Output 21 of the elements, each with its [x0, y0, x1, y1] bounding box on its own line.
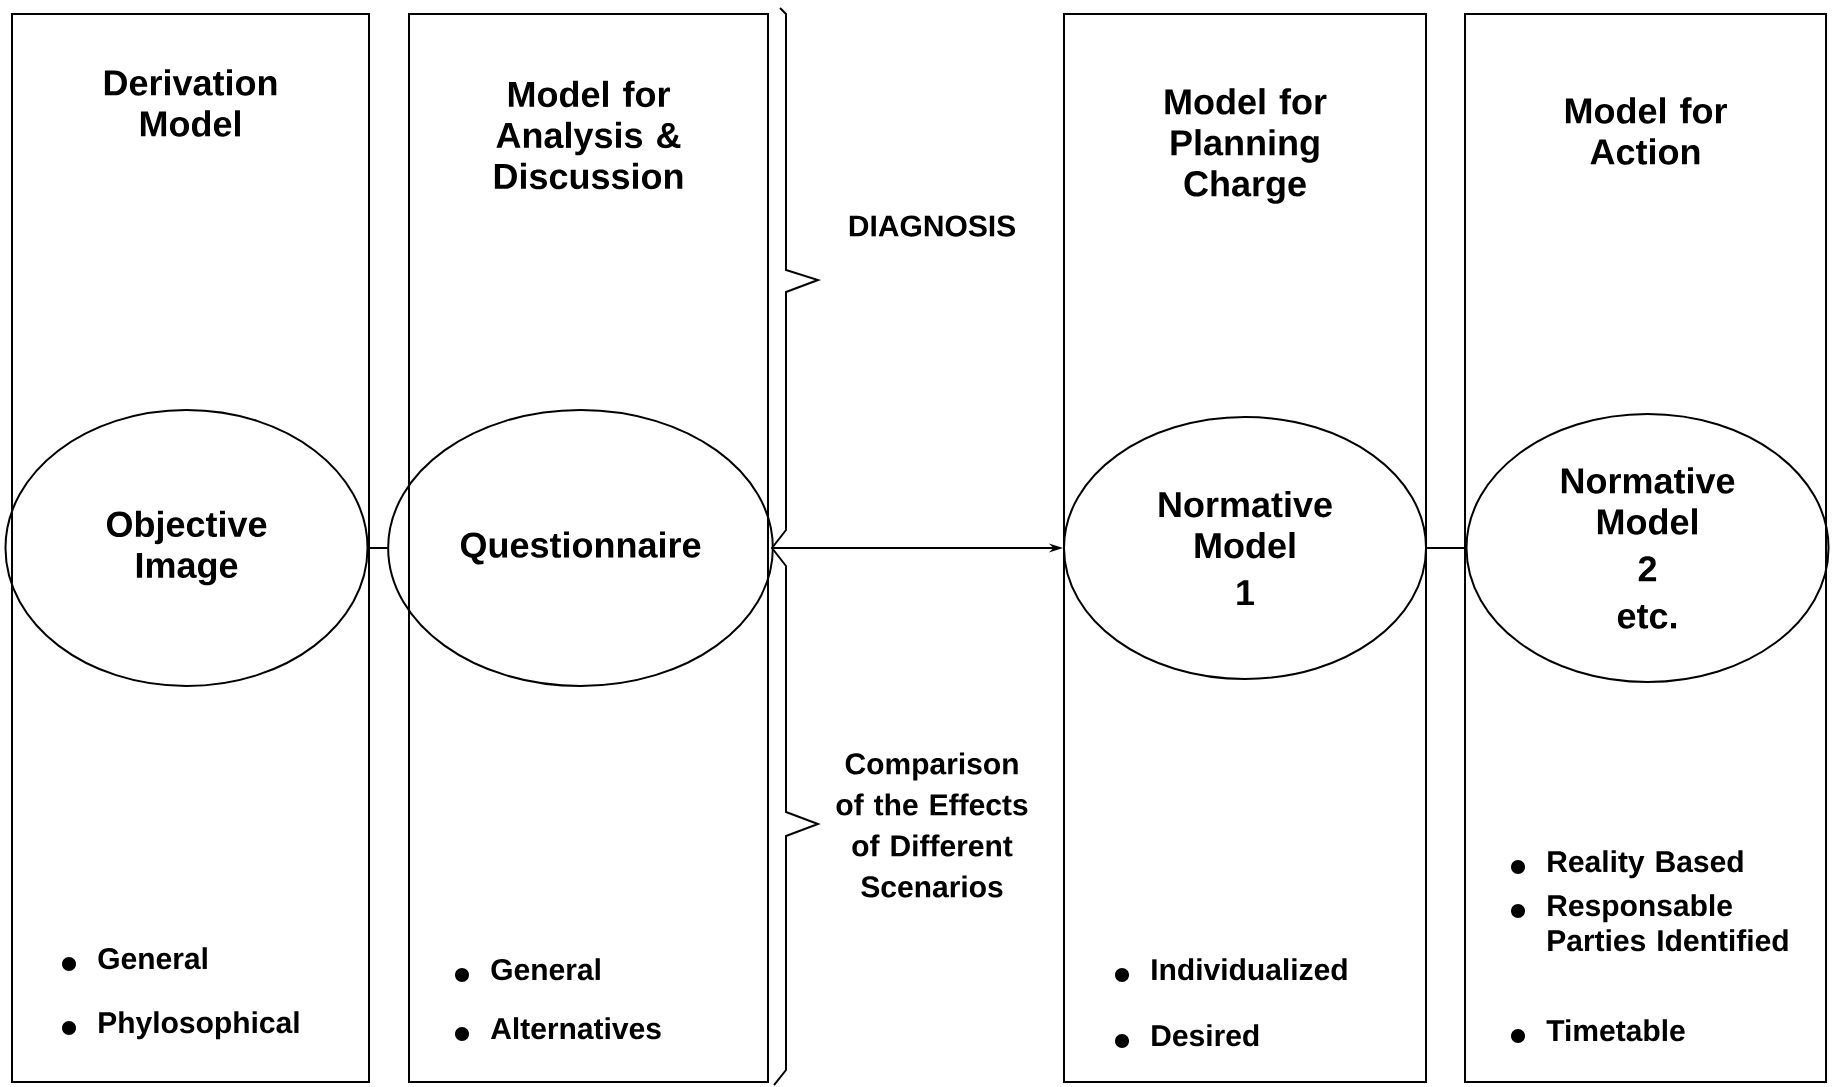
side-label: Comparison of the Effects of Different Scenarios — [836, 752, 1028, 898]
connector — [1426, 547, 1467, 549]
column-box — [11, 13, 370, 1083]
connector — [367, 547, 389, 549]
bullet-item: Reality Based — [1548, 850, 1743, 879]
bullet-item: Timetable — [1546, 1019, 1685, 1042]
bullet-item: Responsable Parties Identified — [1548, 894, 1788, 952]
column-box — [1063, 13, 1427, 1083]
column-heading: Model for Action — [1565, 97, 1727, 165]
column-heading: Derivation Model — [104, 69, 277, 137]
bullet-item: Alternatives — [490, 1017, 661, 1040]
bullet-item: Desired — [1152, 1024, 1259, 1047]
column-box — [1464, 13, 1828, 1083]
bullet-item: Phylosophical — [99, 1011, 299, 1040]
column-heading: Model for Analysis & Discussion — [494, 80, 683, 190]
bullet-item: General — [491, 958, 600, 981]
bullet-item: General — [98, 947, 207, 970]
column-box — [408, 13, 769, 1083]
bullet-item: Individualized — [1152, 958, 1347, 981]
side-label: DIAGNOSIS — [849, 215, 1015, 237]
column-heading: Model for Planning Charge — [1165, 88, 1327, 204]
